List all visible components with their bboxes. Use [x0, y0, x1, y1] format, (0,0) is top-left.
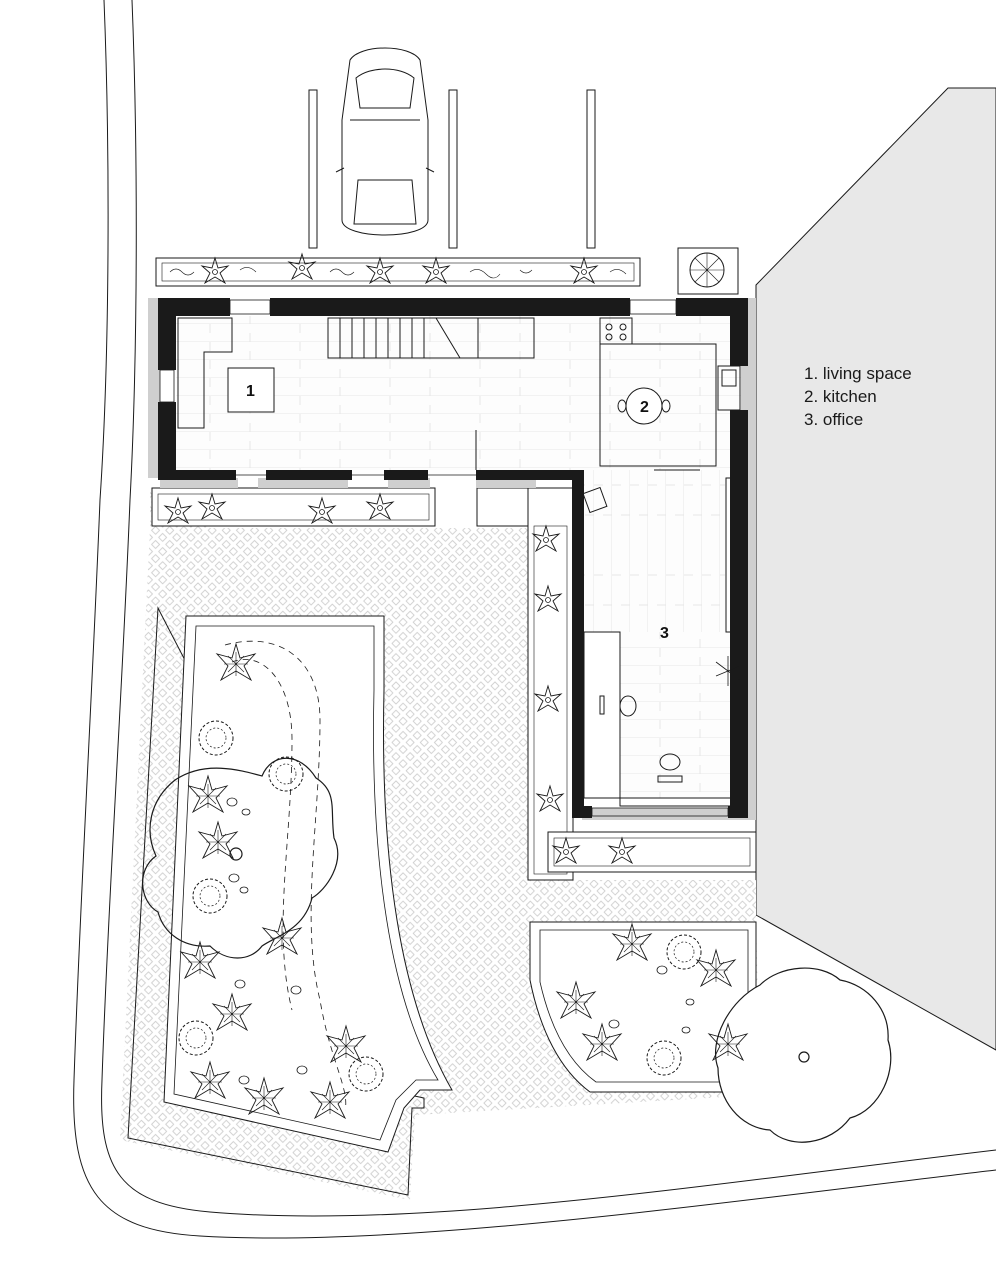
car — [335, 47, 435, 236]
windows — [159, 299, 729, 817]
legend-item-office: 3. office — [804, 410, 864, 429]
ac-unit — [677, 247, 739, 295]
planters — [151, 257, 757, 881]
tree-canopy-right — [714, 967, 892, 1143]
legend-item-living-space: 1. living space — [804, 364, 912, 383]
room-legend: 1. living space 2. kitchen 3. office — [804, 362, 912, 431]
tree-trunk-left — [229, 847, 243, 861]
room-number-3: 3 — [660, 625, 669, 642]
stairs — [327, 317, 535, 359]
road-edges — [73, 0, 996, 1239]
parking-lines — [308, 89, 596, 249]
tree-canopy-left — [142, 757, 339, 959]
furniture — [177, 317, 741, 807]
stepping-stones — [226, 797, 695, 1085]
garden-bed-right — [529, 921, 757, 1093]
tree-trunk-right — [798, 1051, 810, 1063]
room-number-1: 1 — [246, 383, 255, 400]
room-number-2: 2 — [640, 399, 649, 416]
walls — [158, 298, 748, 818]
neighbor-building — [755, 87, 996, 1051]
legend-item-kitchen: 2. kitchen — [804, 387, 877, 406]
